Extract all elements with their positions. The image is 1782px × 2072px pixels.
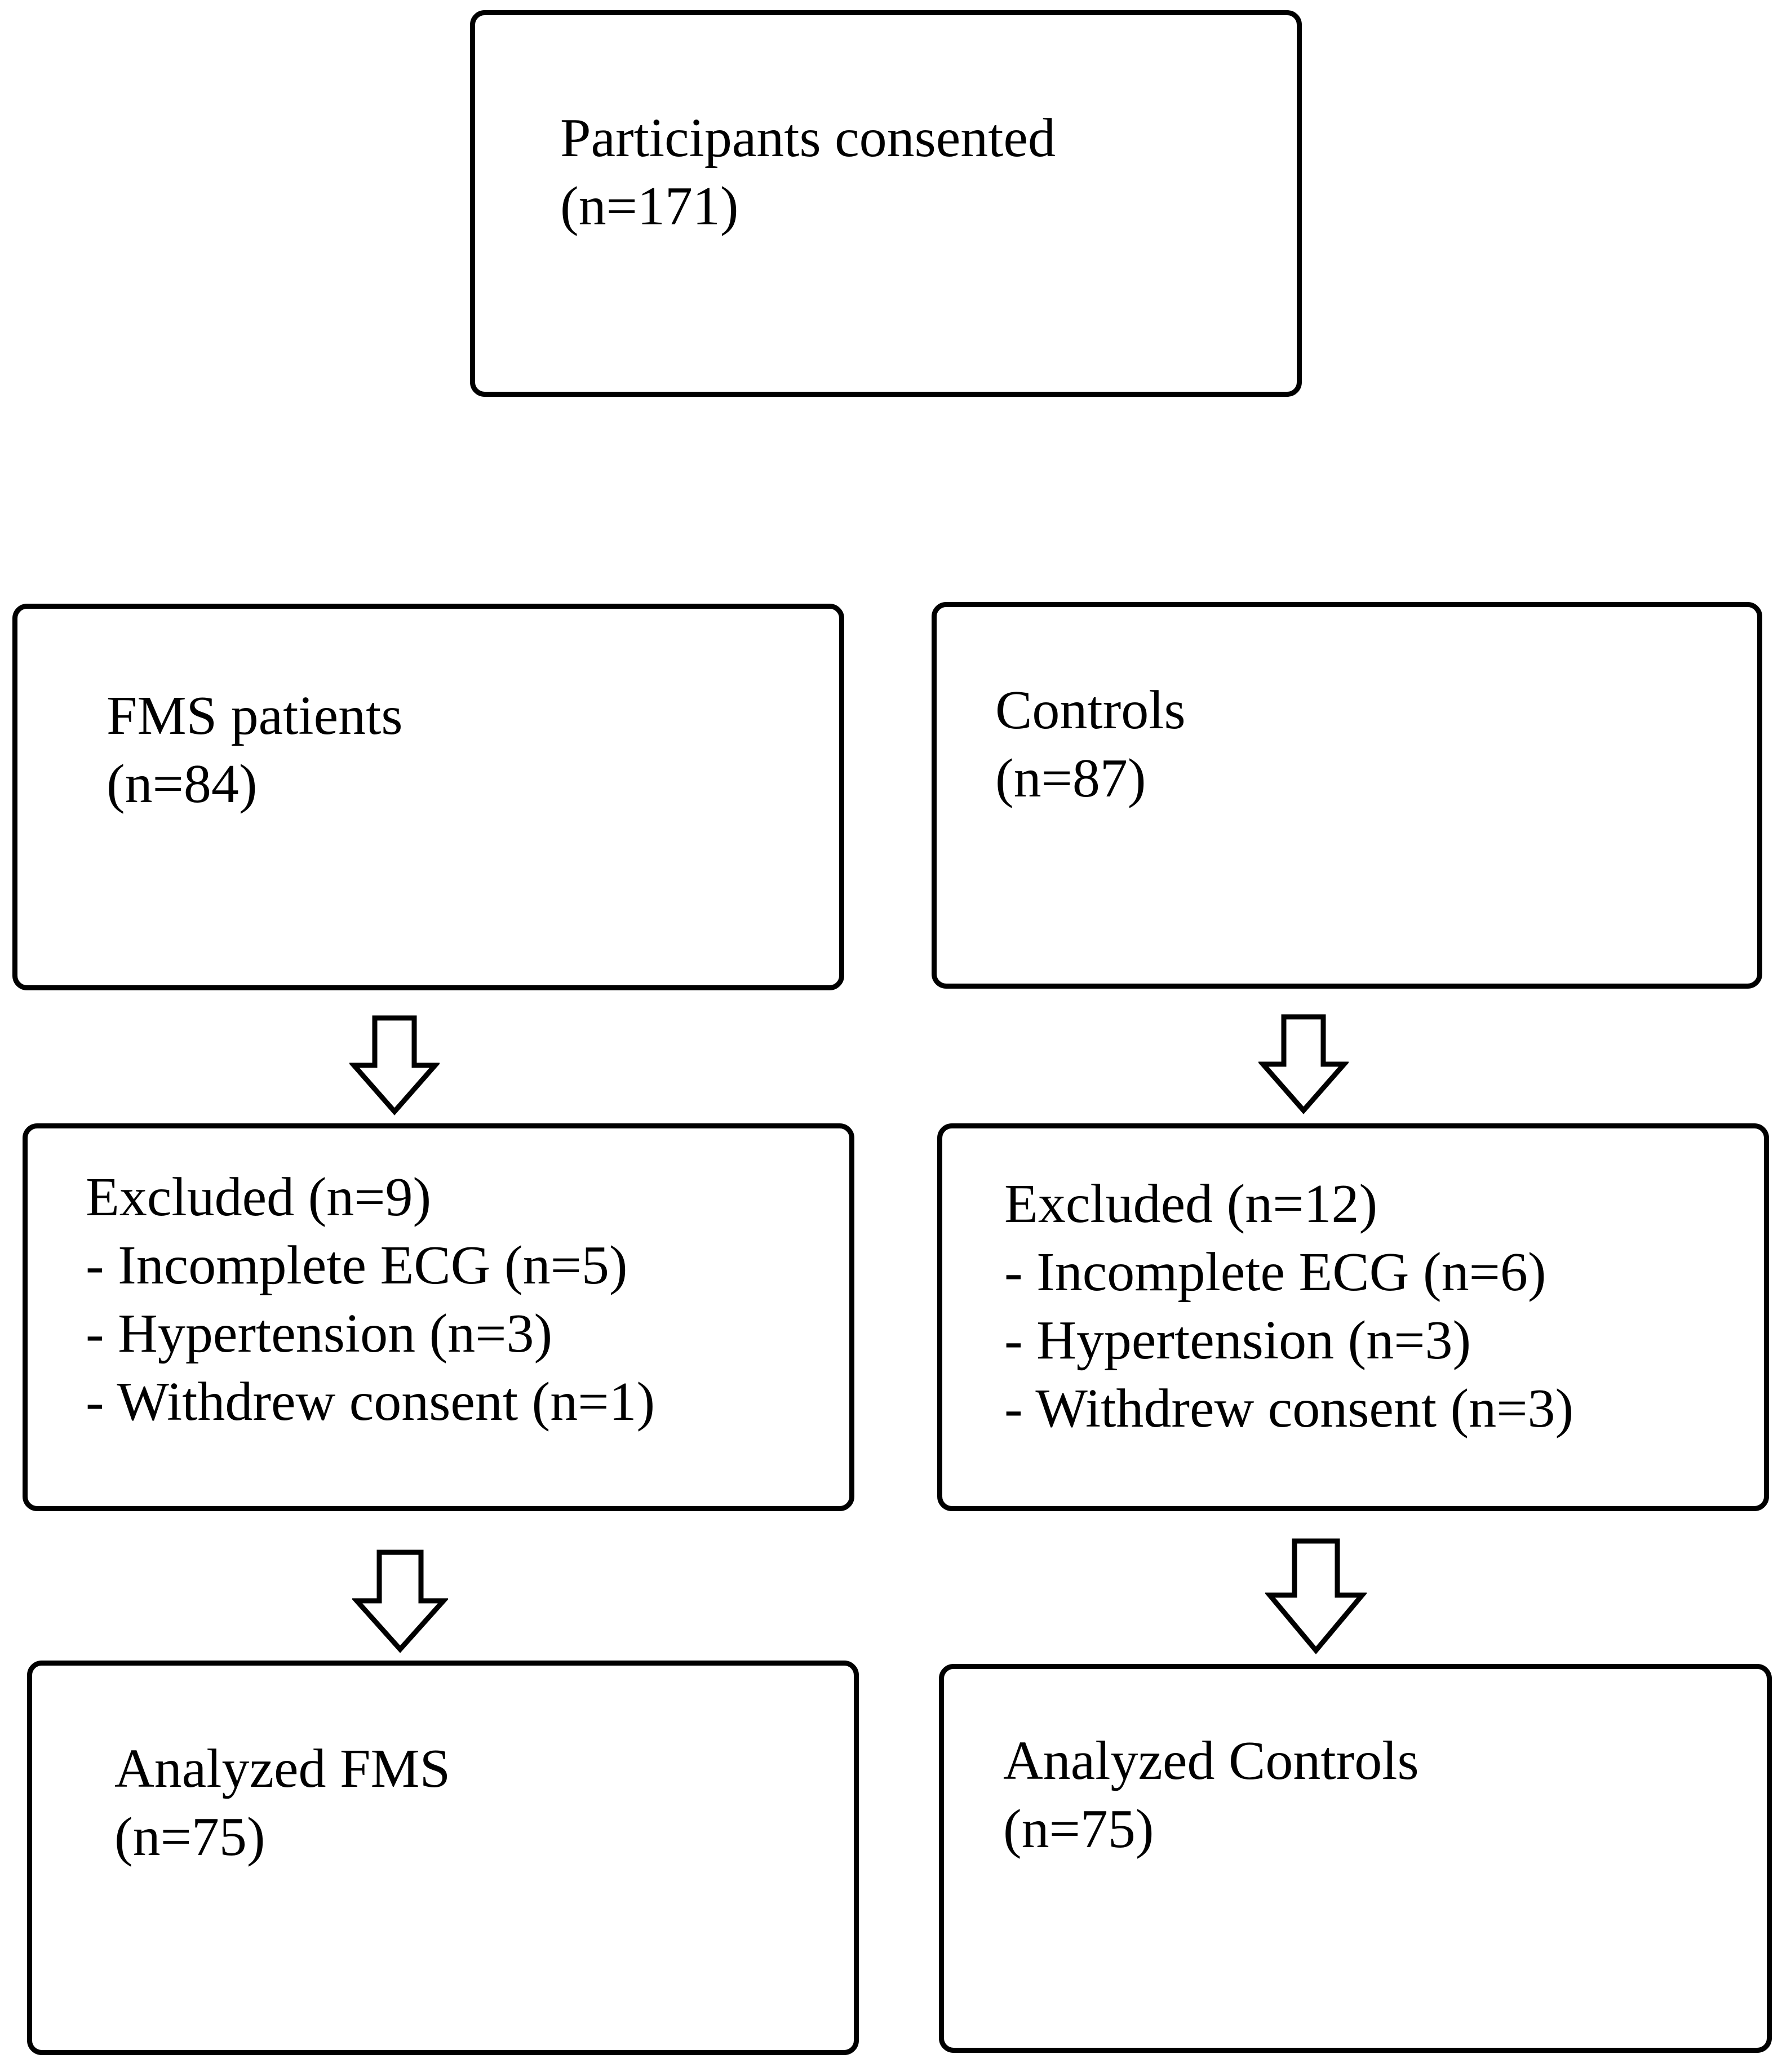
controls-box	[932, 602, 1762, 989]
excluded-fms-reason: - Withdrew consent (n=1)	[86, 1371, 655, 1432]
excluded-controls-title: Excluded (n=12)	[1004, 1174, 1378, 1234]
excluded-fms-text: Excluded (n=9) - Incomplete ECG (n=5) - …	[86, 1163, 655, 1436]
analyzed-fms-text: Analyzed FMS (n=75)	[114, 1735, 450, 1871]
analyzed-controls-box	[939, 1664, 1772, 2053]
excluded-fms-reason: - Hypertension (n=3)	[86, 1303, 553, 1364]
analyzed-controls-title: Analyzed Controls	[1003, 1730, 1419, 1791]
fms-patients-box	[12, 604, 844, 990]
controls-title: Controls	[995, 680, 1186, 741]
down-arrow-right-1-icon	[1258, 1014, 1349, 1114]
analyzed-fms-title: Analyzed FMS	[114, 1738, 451, 1799]
controls-count: (n=87)	[995, 748, 1146, 809]
participants-consented-count: (n=171)	[560, 176, 739, 237]
excluded-controls-text: Excluded (n=12) - Incomplete ECG (n=6) -…	[1004, 1170, 1573, 1443]
down-arrow-left-1-icon	[349, 1015, 440, 1115]
fms-patients-count: (n=84)	[107, 754, 258, 814]
excluded-controls-reason: - Hypertension (n=3)	[1004, 1310, 1471, 1371]
excluded-controls-reason: - Incomplete ECG (n=6)	[1004, 1242, 1546, 1303]
analyzed-fms-box	[27, 1661, 859, 2055]
participants-consented-title: Participants consented	[560, 108, 1056, 169]
down-arrow-right-2-icon	[1265, 1538, 1367, 1655]
analyzed-controls-count: (n=75)	[1003, 1799, 1154, 1860]
fms-patients-text: FMS patients (n=84)	[107, 682, 402, 818]
participants-consented-box	[470, 10, 1302, 397]
analyzed-fms-count: (n=75)	[114, 1807, 265, 1867]
controls-text: Controls (n=87)	[995, 676, 1186, 813]
excluded-controls-reason: - Withdrew consent (n=3)	[1004, 1378, 1574, 1439]
fms-patients-title: FMS patients	[107, 685, 403, 746]
excluded-controls-box	[937, 1123, 1769, 1511]
excluded-fms-title: Excluded (n=9)	[86, 1167, 432, 1228]
analyzed-controls-text: Analyzed Controls (n=75)	[1003, 1727, 1419, 1863]
excluded-fms-box	[23, 1123, 854, 1511]
down-arrow-left-2-icon	[352, 1549, 448, 1653]
participants-consented-text: Participants consented (n=171)	[560, 104, 1056, 241]
excluded-fms-reason: - Incomplete ECG (n=5)	[86, 1235, 628, 1296]
